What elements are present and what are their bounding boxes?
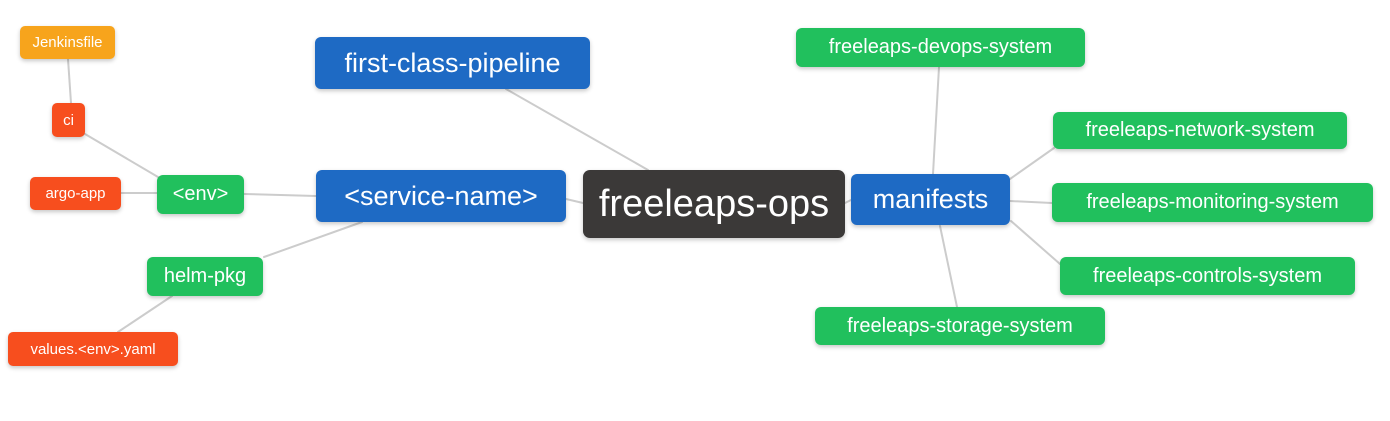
- node-freeleaps-ops[interactable]: freeleaps-ops: [583, 170, 845, 238]
- node-jenkinsfile[interactable]: Jenkinsfile: [20, 26, 115, 59]
- edge-first-class-pipeline-freeleaps-ops: [505, 88, 649, 171]
- edge-manifests-freeleaps-devops-system: [932, 66, 940, 175]
- node-label: ci: [63, 111, 74, 129]
- node-label: freeleaps-controls-system: [1093, 264, 1322, 287]
- node-label: freeleaps-ops: [598, 182, 830, 225]
- node-label: freeleaps-storage-system: [847, 314, 1073, 337]
- node-label: values.<env>.yaml: [30, 340, 156, 358]
- node-label: first-class-pipeline: [344, 47, 561, 78]
- node-label: <env>: [172, 183, 229, 205]
- node-label: freeleaps-monitoring-system: [1086, 191, 1339, 213]
- edge-service-name-helm-pkg: [263, 221, 363, 258]
- node-label: freeleaps-network-system: [1085, 119, 1315, 141]
- edge-manifests-freeleaps-network-system: [1009, 147, 1055, 180]
- edge-manifests-freeleaps-storage-system: [939, 225, 958, 308]
- node-values-env-yaml[interactable]: values.<env>.yaml: [8, 332, 178, 366]
- node-label: argo-app: [45, 185, 106, 202]
- node-helm-pkg[interactable]: helm-pkg: [147, 257, 263, 296]
- node-manifests[interactable]: manifests: [851, 174, 1010, 225]
- edge-service-name-freeleaps-ops: [565, 198, 584, 204]
- edge-helm-pkg-values-env-yaml: [117, 295, 173, 333]
- node-label: Jenkinsfile: [32, 34, 103, 51]
- node-freeleaps-storage-system[interactable]: freeleaps-storage-system: [815, 307, 1105, 345]
- node-ci[interactable]: ci: [52, 103, 85, 137]
- node-freeleaps-controls-system[interactable]: freeleaps-controls-system: [1060, 257, 1355, 295]
- edge-manifests-freeleaps-controls-system: [1010, 220, 1061, 265]
- node-label: manifests: [872, 184, 989, 214]
- node-first-class-pipeline[interactable]: first-class-pipeline: [315, 37, 590, 89]
- node-freeleaps-network-system[interactable]: freeleaps-network-system: [1053, 112, 1347, 149]
- edge-jenkinsfile-ci: [67, 58, 72, 104]
- node-argo-app[interactable]: argo-app: [30, 177, 121, 210]
- node-label: helm-pkg: [163, 265, 247, 287]
- edge-env-service-name: [243, 193, 317, 197]
- node-label: freeleaps-devops-system: [828, 36, 1053, 58]
- edge-manifests-freeleaps-monitoring-system: [1009, 200, 1053, 204]
- node-freeleaps-devops-system[interactable]: freeleaps-devops-system: [796, 28, 1085, 67]
- node-label: <service-name>: [344, 180, 538, 211]
- node-service-name[interactable]: <service-name>: [316, 170, 566, 222]
- edge-ci-env: [84, 133, 159, 178]
- node-freeleaps-monitoring-system[interactable]: freeleaps-monitoring-system: [1052, 183, 1373, 222]
- node-env[interactable]: <env>: [157, 175, 244, 214]
